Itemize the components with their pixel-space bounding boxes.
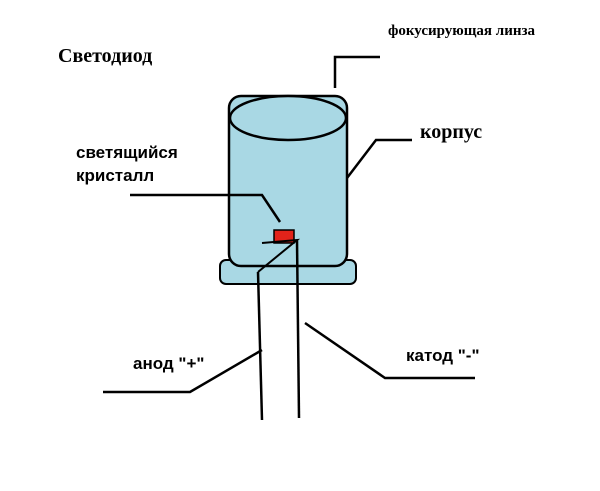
focusing-lens	[228, 94, 348, 142]
cathode-leader-line	[304, 321, 475, 380]
crystal-label: светящийся кристалл	[76, 142, 178, 188]
body-label: корпус	[420, 121, 483, 143]
lens-leader-line	[333, 55, 380, 88]
cathode-lead	[295, 239, 301, 419]
anode-leader-line	[103, 348, 263, 394]
anode-label: анод "+"	[133, 354, 205, 373]
body-leader-line	[346, 138, 412, 179]
lens-label: фокусирующая линза	[388, 23, 536, 39]
diagram-title: Светодиод	[58, 45, 153, 67]
crystal-leader-line	[130, 193, 282, 223]
crystal-label-line2: кристалл	[76, 165, 155, 185]
cathode-label: катод "-"	[406, 346, 480, 365]
crystal-label-line1: светящийся	[76, 143, 178, 162]
anode-lead	[256, 271, 264, 421]
